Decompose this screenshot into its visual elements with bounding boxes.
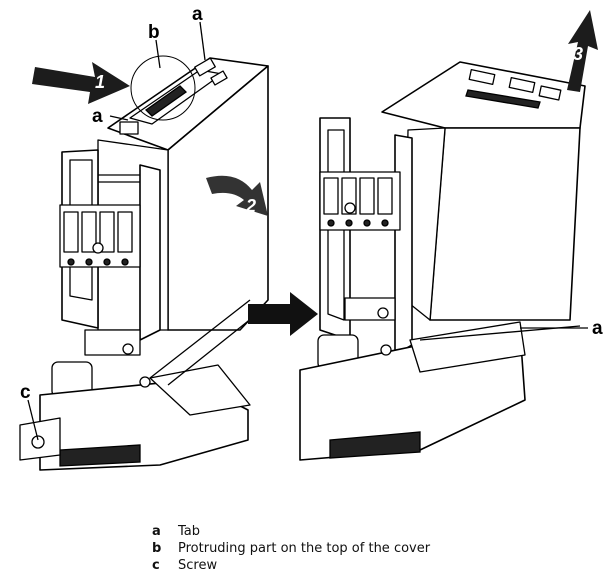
legend-text: Protruding part on the top of the cover (178, 541, 431, 556)
svg-text:3: 3 (573, 44, 583, 64)
lower-clamp (19, 299, 263, 471)
legend-text: Screw (178, 558, 218, 573)
cover-tilted (381, 61, 586, 321)
legend: a Tab b Protruding part on the top of th… (152, 523, 430, 574)
legend-row: b Protruding part on the top of the cove… (152, 540, 430, 557)
callout-b: b (148, 22, 160, 43)
legend-text: Tab (178, 524, 201, 539)
callout-a-right: a (592, 318, 603, 339)
arrow-1: 1 (32, 62, 130, 104)
callout-a-top: a (192, 4, 203, 25)
svg-text:1: 1 (95, 72, 105, 92)
arrow-3: 3 (567, 10, 598, 92)
svg-text:2: 2 (245, 196, 256, 216)
callout-a-mid: a (92, 106, 103, 127)
transition-arrow (248, 292, 318, 336)
terminal-block (59, 204, 141, 268)
arrow-2: 2 (206, 175, 268, 216)
legend-row: c Screw (152, 557, 430, 574)
legend-key: c (152, 558, 160, 573)
lower-clamp-right (299, 297, 581, 461)
legend-row: a Tab (152, 523, 430, 540)
legend-key: a (152, 524, 161, 539)
legend-key: b (152, 541, 162, 556)
terminal-block-right (319, 171, 401, 231)
illustration: 1 2 3 a b a c a (19, 4, 603, 471)
detail-circle (130, 55, 196, 121)
right-assembly (299, 61, 588, 461)
callout-c: c (20, 382, 31, 403)
left-assembly (19, 21, 269, 471)
